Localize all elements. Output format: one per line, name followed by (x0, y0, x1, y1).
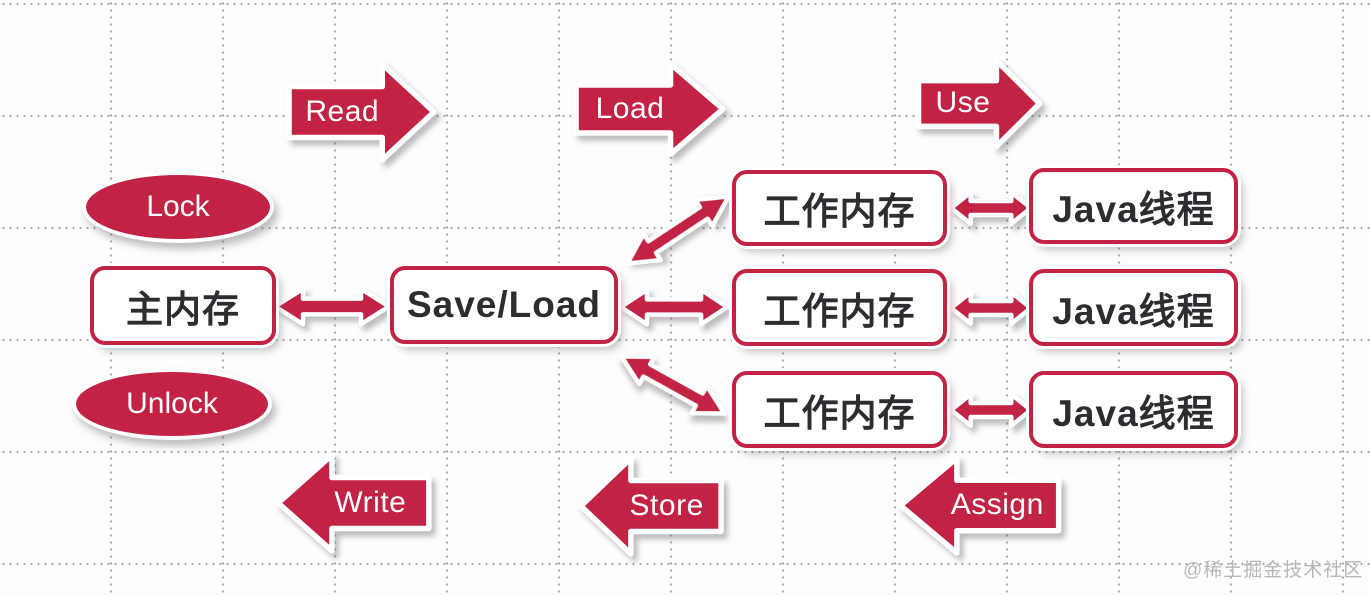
block-arrow-right-icon (286, 58, 438, 166)
work-memory-label: 工作内存 (763, 290, 916, 332)
work-memory-node-2: 工作内存 (732, 269, 947, 346)
write-arrow-label: Write (334, 485, 407, 519)
work-memory-node-1: 工作内存 (732, 170, 947, 246)
block-arrow-right-icon (916, 55, 1043, 152)
store-arrow-label: Store (629, 488, 704, 522)
java-thread-node-3: Java线程 (1029, 371, 1238, 448)
diagonal-connector-saveload-workmemory-top (614, 178, 743, 282)
java-thread-label: Java线程 (1052, 189, 1215, 230)
read-arrow-label: Read (305, 94, 380, 128)
double-arrow-icon (949, 288, 1033, 328)
lock-ellipse: Lock (82, 171, 274, 243)
double-arrow-icon (949, 188, 1033, 228)
save-load-node: Save/Load (390, 266, 618, 344)
java-thread-node-1: Java线程 (1029, 168, 1238, 244)
work-memory-node-3: 工作内存 (732, 371, 947, 448)
lock-label: Lock (146, 190, 210, 223)
assign-arrow-label: Assign (950, 488, 1044, 522)
use-arrow-label: Use (935, 86, 991, 120)
main-memory-node: 主内存 (90, 266, 276, 345)
assign-arrow: Assign (896, 452, 1062, 559)
unlock-label: Unlock (126, 387, 218, 420)
connector-workmemory-javathread-middle (949, 288, 1033, 328)
double-arrow-icon (614, 178, 743, 282)
load-arrow: Load (573, 58, 727, 160)
java-thread-label: Java线程 (1052, 290, 1215, 332)
read-arrow: Read (286, 58, 438, 166)
java-thread-label: Java线程 (1052, 392, 1215, 434)
store-arrow: Store (577, 452, 724, 560)
java-thread-node-2: Java线程 (1029, 269, 1238, 346)
work-memory-label: 工作内存 (763, 392, 916, 434)
write-arrow: Write (274, 449, 432, 557)
load-arrow-label: Load (595, 91, 665, 125)
block-arrow-right-icon (573, 58, 727, 160)
work-memory-label: 工作内存 (763, 191, 916, 232)
unlock-ellipse: Unlock (72, 368, 272, 440)
block-arrow-left-icon (577, 452, 724, 560)
save-load-label: Save/Load (406, 284, 602, 325)
watermark: @稀土掘金技术社区 (1183, 560, 1364, 581)
use-arrow: Use (916, 55, 1043, 152)
connector-workmemory-javathread-bottom (949, 390, 1033, 430)
connector-saveload-workmemory-middle (618, 285, 730, 329)
block-arrow-left-icon (274, 449, 432, 557)
diagonal-connector-saveload-workmemory-bottom (609, 337, 737, 432)
double-arrow-icon (272, 284, 392, 329)
double-arrow-icon (609, 337, 737, 432)
connector-workmemory-javathread-top (949, 188, 1033, 228)
main-memory-label: 主内存 (126, 288, 240, 330)
connector-mainmemory-saveload (272, 284, 392, 329)
double-arrow-icon (618, 285, 730, 329)
double-arrow-icon (949, 390, 1033, 430)
block-arrow-left-icon (896, 452, 1062, 559)
